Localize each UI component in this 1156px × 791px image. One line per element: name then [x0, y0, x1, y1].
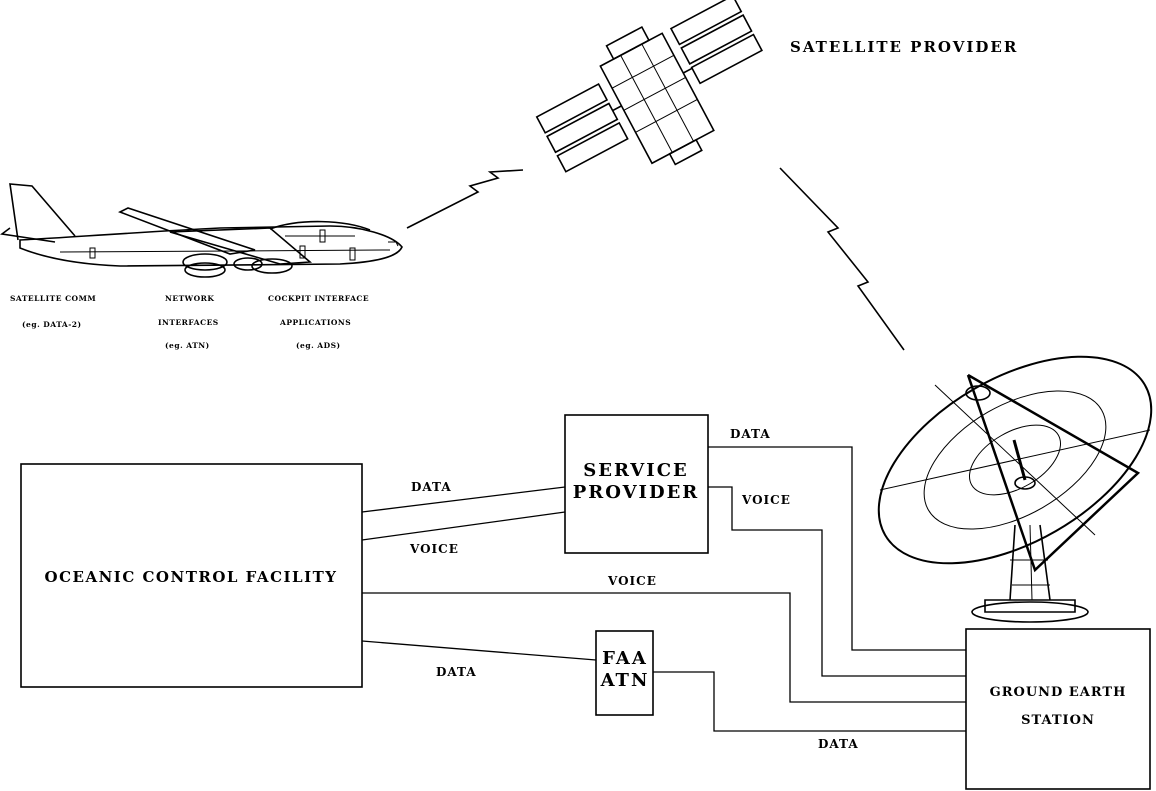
ground-earth-station-box	[966, 629, 1150, 789]
satellite-dish-illustration	[844, 314, 1156, 622]
faa-atn-label-line1: FAA	[602, 648, 648, 669]
aircraft-captions: SATELLITE COMM (eg. DATA-2) NETWORK INTE…	[10, 294, 369, 350]
oceanic-control-facility-label: OCEANIC CONTROL FACILITY	[45, 568, 338, 586]
network-label-line3: (eg. ATN)	[165, 341, 210, 350]
sp-ges-voice-label: VOICE	[741, 493, 791, 507]
ocf-sp-data-label: DATA	[411, 480, 452, 494]
ocf-sp-voice-label: VOICE	[409, 542, 459, 556]
faa-ges-data-label: DATA	[818, 737, 859, 751]
service-provider-label-line2: PROVIDER	[573, 482, 700, 503]
network-label-line2: INTERFACES	[158, 318, 219, 327]
sp-ges-data-label: DATA	[730, 427, 771, 441]
ground-earth-station-label-line2: STATION	[1021, 713, 1095, 728]
satcom-label-line1: SATELLITE COMM	[10, 294, 96, 303]
aircraft-satellite-link-bolt	[407, 170, 523, 228]
service-provider-label-line1: SERVICE	[583, 460, 688, 481]
ocf-ges-voice-label: VOICE	[607, 574, 657, 588]
satellite-ground-link-bolt	[780, 168, 904, 350]
cockpit-label-line3: (eg. ADS)	[296, 341, 341, 350]
ground-earth-station-label-line1: GROUND EARTH	[990, 685, 1127, 700]
cockpit-label-line1: COCKPIT INTERFACE	[268, 294, 369, 303]
cockpit-label-line2: APPLICATIONS	[279, 318, 351, 327]
satellite-illustration	[523, 0, 790, 211]
satcom-label-line2: (eg. DATA-2)	[22, 320, 82, 329]
ocf-faa-data-label: DATA	[436, 665, 477, 679]
faa-atn-label-line2: ATN	[600, 670, 650, 691]
network-label-line1: NETWORK	[165, 294, 214, 303]
satellite-provider-label: SATELLITE PROVIDER	[790, 38, 1018, 56]
aircraft-illustration	[2, 184, 402, 277]
